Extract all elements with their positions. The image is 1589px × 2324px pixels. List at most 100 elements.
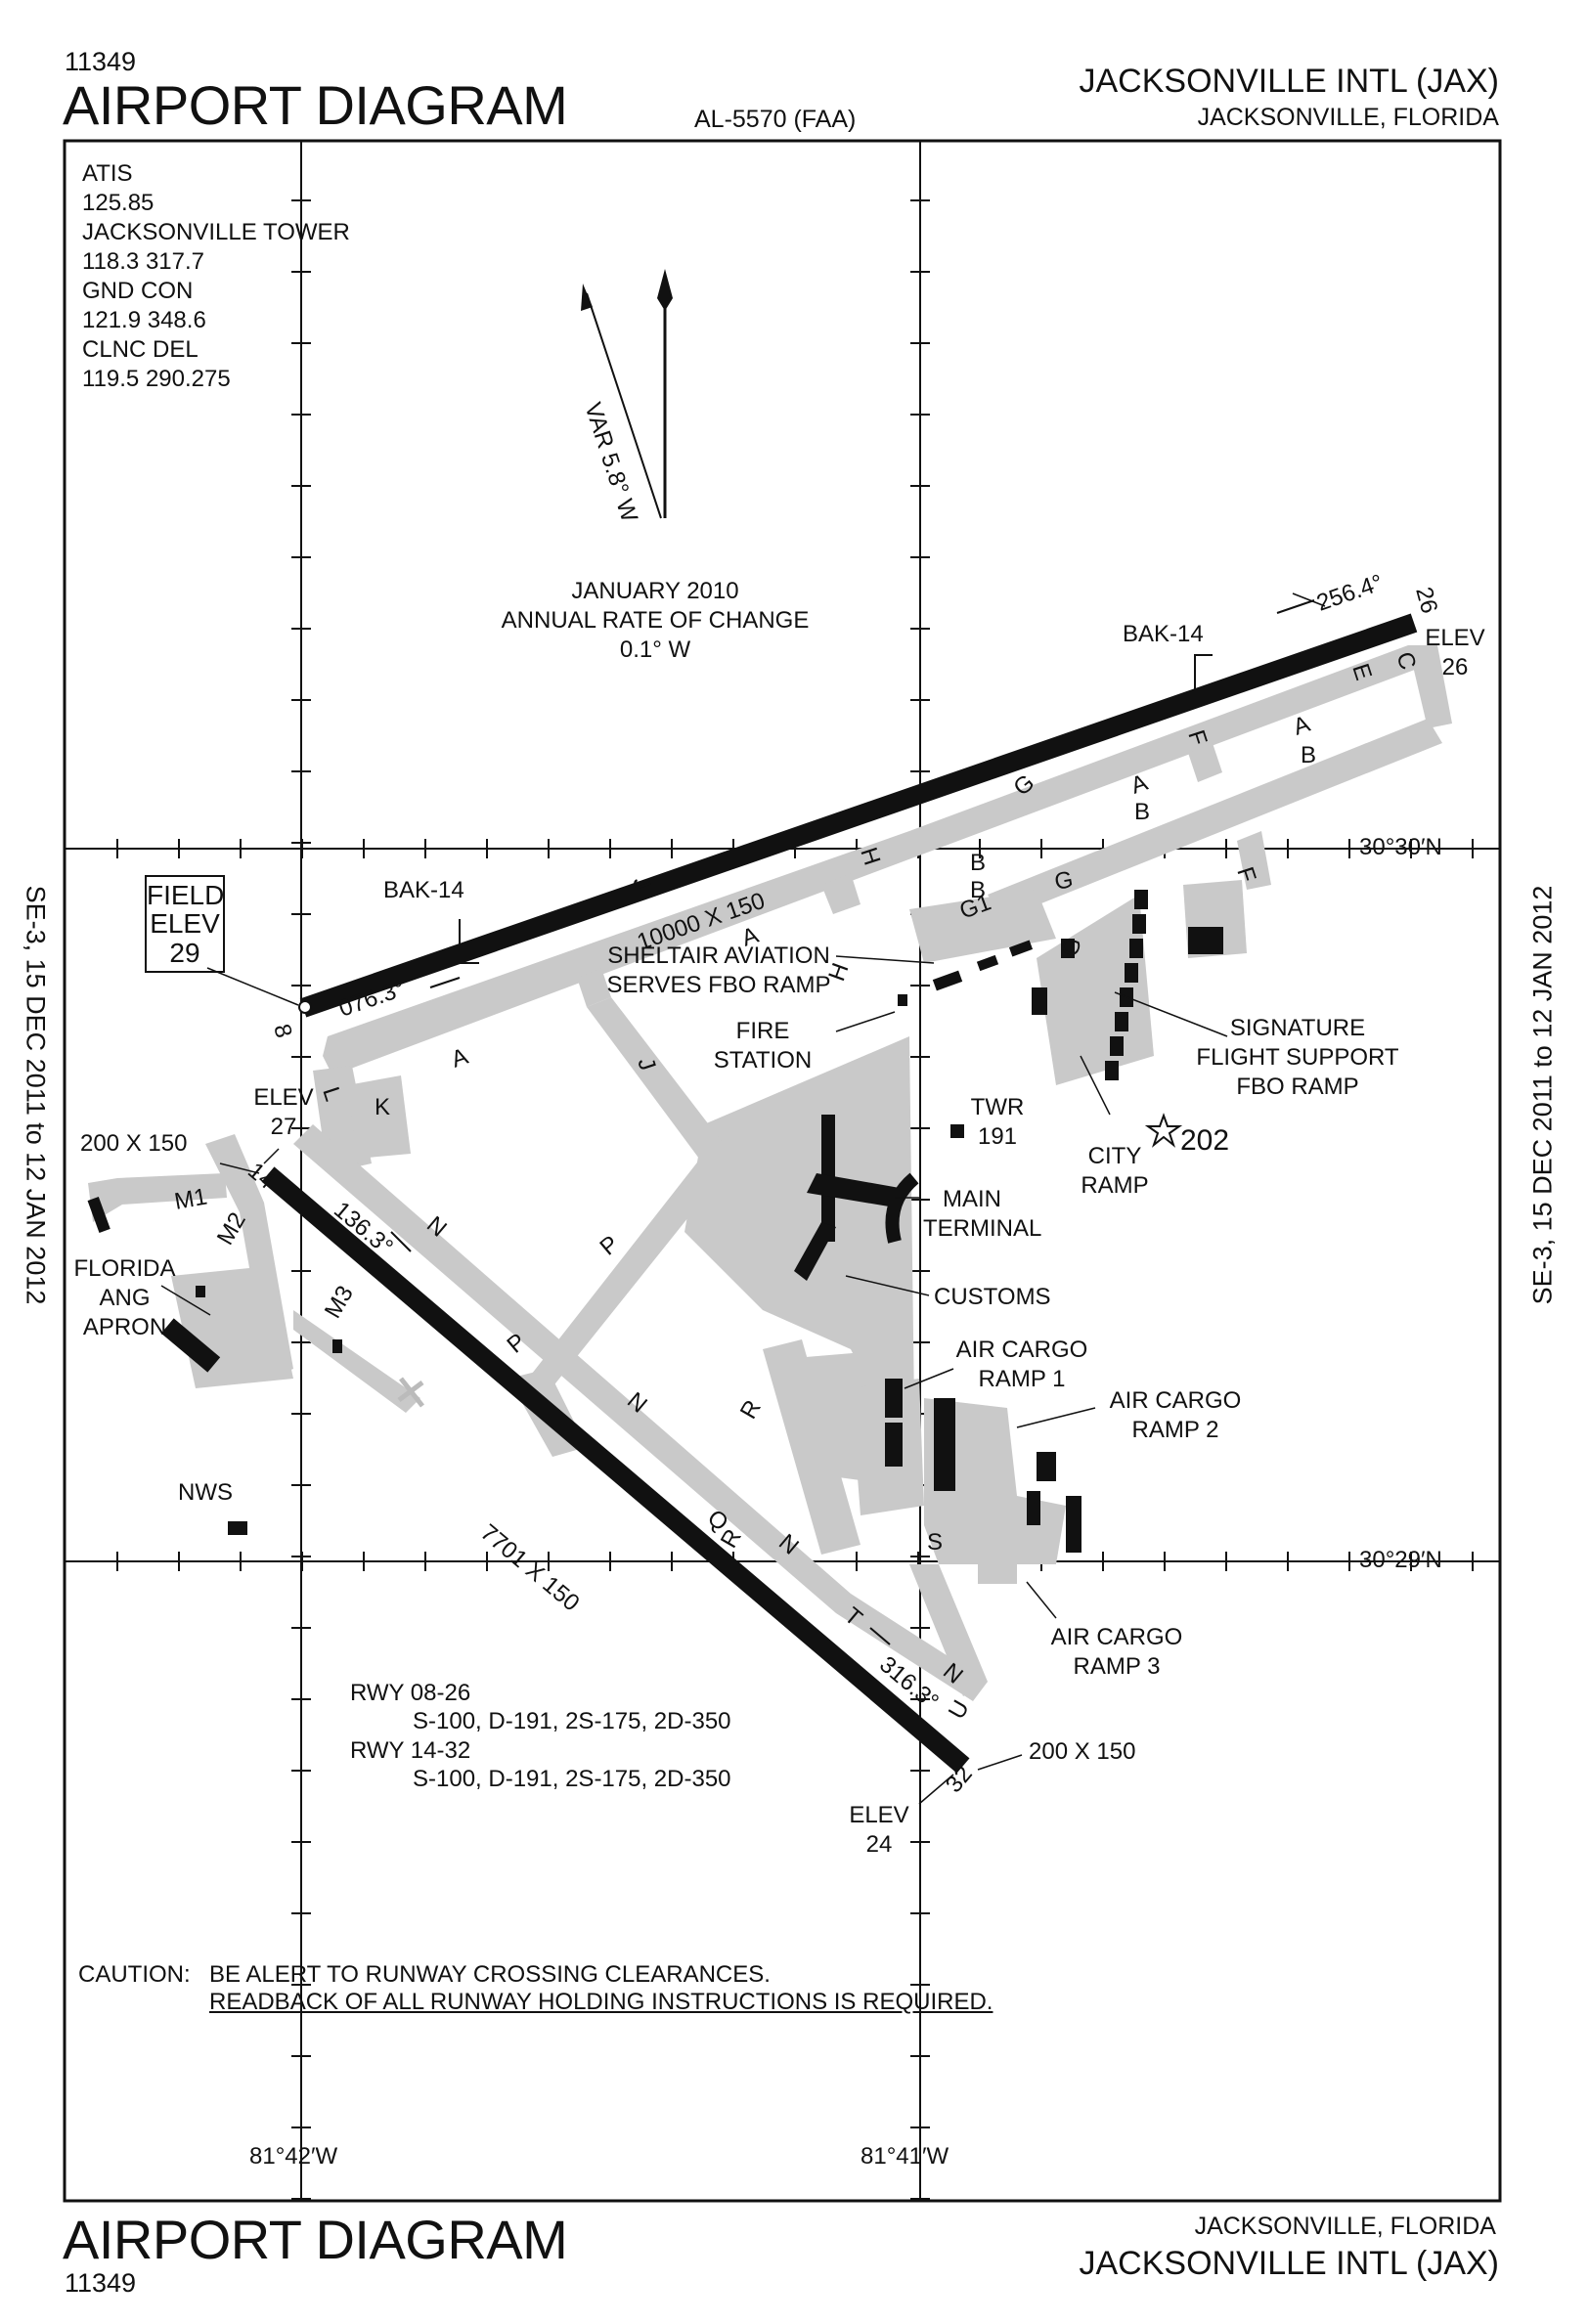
city-line1: CITY: [1087, 1143, 1142, 1169]
atis-label: ATIS: [82, 160, 133, 187]
elev-26: ELEV 26: [1421, 624, 1489, 682]
strength-rwy1-values: S-100, D-191, 2S-175, 2D-350: [413, 1708, 731, 1735]
air-cargo-ramp-3-label: AIR CARGO RAMP 3: [1038, 1623, 1195, 1682]
doc-number-bottom: 11349: [65, 2268, 137, 2298]
elev-26-value: 26: [1441, 654, 1469, 680]
atis-frequency: 125.85: [82, 190, 154, 216]
blast-pad-14: 200 X 150: [80, 1130, 188, 1157]
city-ramp-label: CITY RAMP: [1071, 1142, 1159, 1201]
taxiway-a-west: A: [448, 1043, 471, 1074]
heading-arrows: [390, 599, 1315, 1645]
sheltair-line1: SHELTAIR AVIATION: [607, 943, 830, 969]
latitude-north: 30°30′N: [1359, 834, 1442, 860]
tower-label: JACKSONVILLE TOWER: [82, 219, 350, 245]
fire-line1: FIRE: [735, 1018, 790, 1044]
al-number: AL-5570 (FAA): [694, 106, 857, 133]
leader-lines: [160, 592, 1326, 1805]
taxiway-g-mid: G: [1052, 866, 1075, 896]
taxiway-paving: [88, 645, 1452, 1701]
bak14-east-label: BAK-14: [1123, 621, 1204, 647]
fire-line2: STATION: [713, 1047, 813, 1074]
field-elev-point: [298, 1000, 312, 1014]
twr-line2: 191: [977, 1123, 1018, 1150]
ground-label: GND CON: [82, 278, 194, 304]
magnetic-variation: VAR 5.8° W: [579, 400, 642, 526]
taxiway-s: S: [927, 1529, 943, 1556]
taxiway-u: U: [944, 1695, 975, 1724]
frequency-list: ATIS 125.85 JACKSONVILLE TOWER 118.3 317…: [82, 159, 350, 394]
taxiway-r-north: R: [735, 1395, 767, 1424]
taxiway-b-4: B: [1301, 742, 1316, 768]
signature-line2: FLIGHT SUPPORT: [1196, 1044, 1399, 1071]
side-date-left: SE-3, 15 DEC 2011 to 12 JAN 2012: [21, 885, 51, 1305]
air-cargo-ramp-2-label: AIR CARGO RAMP 2: [1097, 1386, 1254, 1445]
cargo2-line2: RAMP 2: [1131, 1417, 1219, 1443]
sheltair-line2: SERVES FBO RAMP: [606, 972, 831, 998]
arresting-gear-markers: [459, 654, 1213, 964]
bak14-west-label: BAK-14: [383, 877, 464, 903]
rwy-26-heading: 256.4°: [1313, 569, 1387, 616]
rwy-end-26: 26: [1410, 585, 1442, 617]
taxiway-e: E: [1346, 661, 1377, 684]
ang-line1: FLORIDA: [73, 1255, 176, 1282]
signature-line1: SIGNATURE: [1229, 1015, 1366, 1041]
cargo1-line2: RAMP 1: [978, 1366, 1066, 1392]
taxiway-b-3: B: [1134, 799, 1150, 825]
elev-26-label: ELEV: [1425, 625, 1485, 651]
city-state-top: JACKSONVILLE, FLORIDA: [1197, 104, 1499, 131]
signature-line3: FBO RAMP: [1236, 1074, 1359, 1100]
taxiway-m1: M1: [172, 1184, 209, 1215]
ang-line2: ANG: [99, 1285, 151, 1311]
elev-32: ELEV 24: [845, 1801, 913, 1860]
elev-14-label: ELEV: [253, 1084, 314, 1111]
page-title-top: AIRPORT DIAGRAM: [63, 74, 568, 136]
taxiway-p-north: P: [596, 1231, 625, 1261]
doc-number-top: 11349: [65, 47, 137, 76]
field-elev-line1: FIELD: [147, 880, 225, 910]
terminal-concourse: [885, 1172, 919, 1244]
signature-fbo-label: SIGNATURE FLIGHT SUPPORT FBO RAMP: [1195, 1014, 1400, 1102]
longitude-west: 81°42′W: [249, 2143, 338, 2170]
caution-line2: READBACK OF ALL RUNWAY HOLDING INSTRUCTI…: [209, 1989, 993, 2015]
clearance-label: CLNC DEL: [82, 336, 199, 363]
magnetic-north-arrowhead: [581, 284, 593, 311]
terminal-line2: TERMINAL: [923, 1215, 1042, 1242]
taxiway-k: K: [375, 1094, 390, 1120]
magnetic-date: JANUARY 2010: [571, 578, 739, 604]
rwy-14-32-dimensions: 7701 X 150: [475, 1519, 584, 1617]
tower-frequency: 118.3 317.7: [82, 248, 205, 275]
magnetic-rate-label: ANNUAL RATE OF CHANGE: [501, 607, 810, 634]
cargo1-line1: AIR CARGO: [955, 1337, 1088, 1363]
beacon-elevation: 202: [1180, 1124, 1230, 1157]
magnetic-rate: 0.1° W: [619, 636, 691, 663]
strength-rwy2-values: S-100, D-191, 2S-175, 2D-350: [413, 1765, 731, 1792]
customs-label: CUSTOMS: [934, 1284, 1051, 1310]
elev-32-label: ELEV: [849, 1802, 909, 1828]
taxiway-a-east: A: [1290, 711, 1313, 741]
main-terminal-label: MAIN TERMINAL: [923, 1185, 1041, 1244]
taxiway-a-far: A: [1127, 769, 1151, 800]
page-title-bottom: AIRPORT DIAGRAM: [63, 2209, 568, 2270]
runway-08-26: [299, 613, 1418, 1018]
field-elev-value: 29: [169, 937, 200, 968]
caution-label: CAUTION:: [78, 1961, 191, 1988]
air-cargo-ramp-1-label: AIR CARGO RAMP 1: [944, 1336, 1100, 1394]
rwy-end-08: 8: [268, 1022, 297, 1041]
elev-14: ELEV 27: [249, 1083, 318, 1142]
side-date-right: SE-3, 15 DEC 2011 to 12 JAN 2012: [1527, 885, 1558, 1305]
taxiway-m3: M3: [320, 1282, 359, 1323]
city-line2: RAMP: [1081, 1172, 1149, 1199]
magnetic-info: JANUARY 2010 ANNUAL RATE OF CHANGE 0.1° …: [489, 577, 821, 665]
buildings: [87, 890, 1223, 1553]
cargo2-line1: AIR CARGO: [1109, 1387, 1242, 1414]
cargo3-line2: RAMP 3: [1073, 1653, 1161, 1680]
rwy-end-32: 32: [941, 1761, 978, 1798]
caution-line1: BE ALERT TO RUNWAY CROSSING CLEARANCES.: [209, 1961, 771, 1988]
runway-14-32: [261, 1166, 970, 1774]
field-elevation-box: FIELD ELEV 29: [145, 875, 225, 974]
elev-14-value: 27: [270, 1114, 297, 1140]
latitude-south: 30°29′N: [1359, 1547, 1442, 1573]
taxiway-b-1: B: [970, 850, 986, 876]
fire-station-label: FIRE STATION: [694, 1017, 831, 1075]
